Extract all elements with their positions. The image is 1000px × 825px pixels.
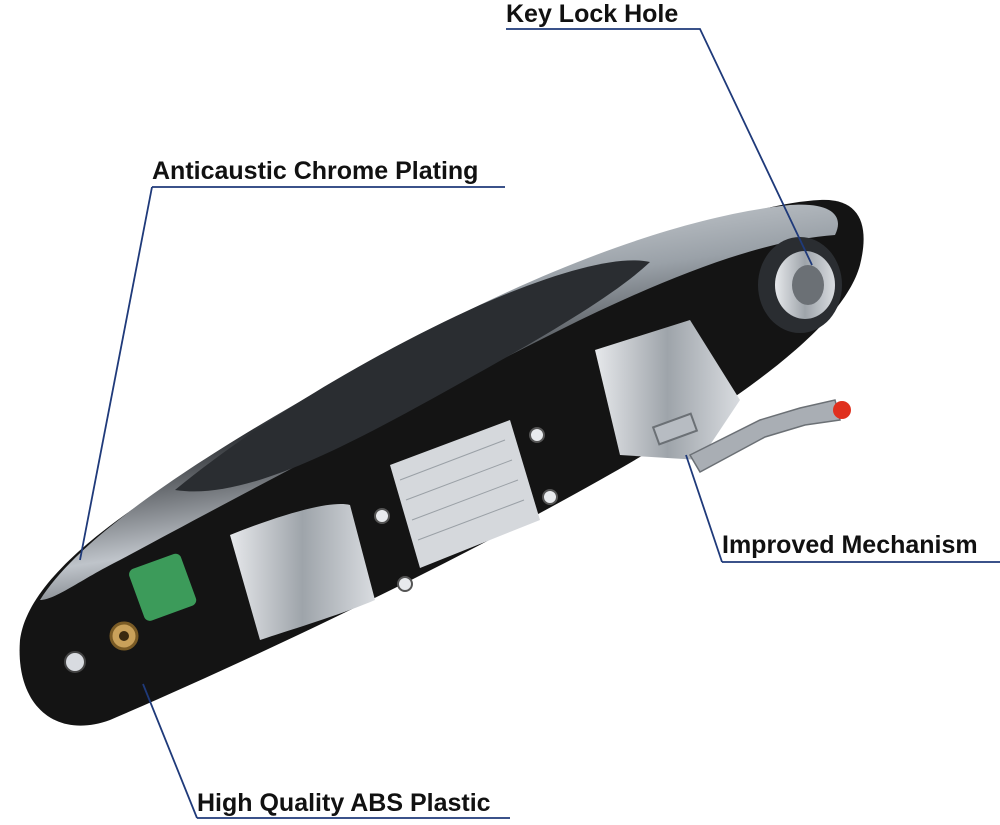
leader-lines xyxy=(79,28,1000,819)
label-plate-grid xyxy=(399,439,525,541)
green-clip xyxy=(129,553,197,621)
screw-heads xyxy=(374,427,558,592)
chrome-plating-label: Anticaustic Chrome Plating xyxy=(152,157,479,185)
chrome-shell xyxy=(40,204,838,600)
abs-plastic-label: High Quality ABS Plastic xyxy=(197,789,491,817)
chrome-lever-plate xyxy=(230,504,375,640)
mechanism-block xyxy=(595,320,740,460)
lever-red-tip xyxy=(833,401,851,419)
key-lock-hole-label: Key Lock Hole xyxy=(506,0,679,28)
leader-key-lock xyxy=(506,28,813,266)
improved-mechanism-label: Improved Mechanism xyxy=(722,531,978,559)
actuating-lever xyxy=(688,399,841,474)
chrome-grip xyxy=(175,260,650,492)
end-screw xyxy=(64,651,86,673)
mechanism-spring xyxy=(651,412,699,446)
label-plate xyxy=(390,420,540,568)
